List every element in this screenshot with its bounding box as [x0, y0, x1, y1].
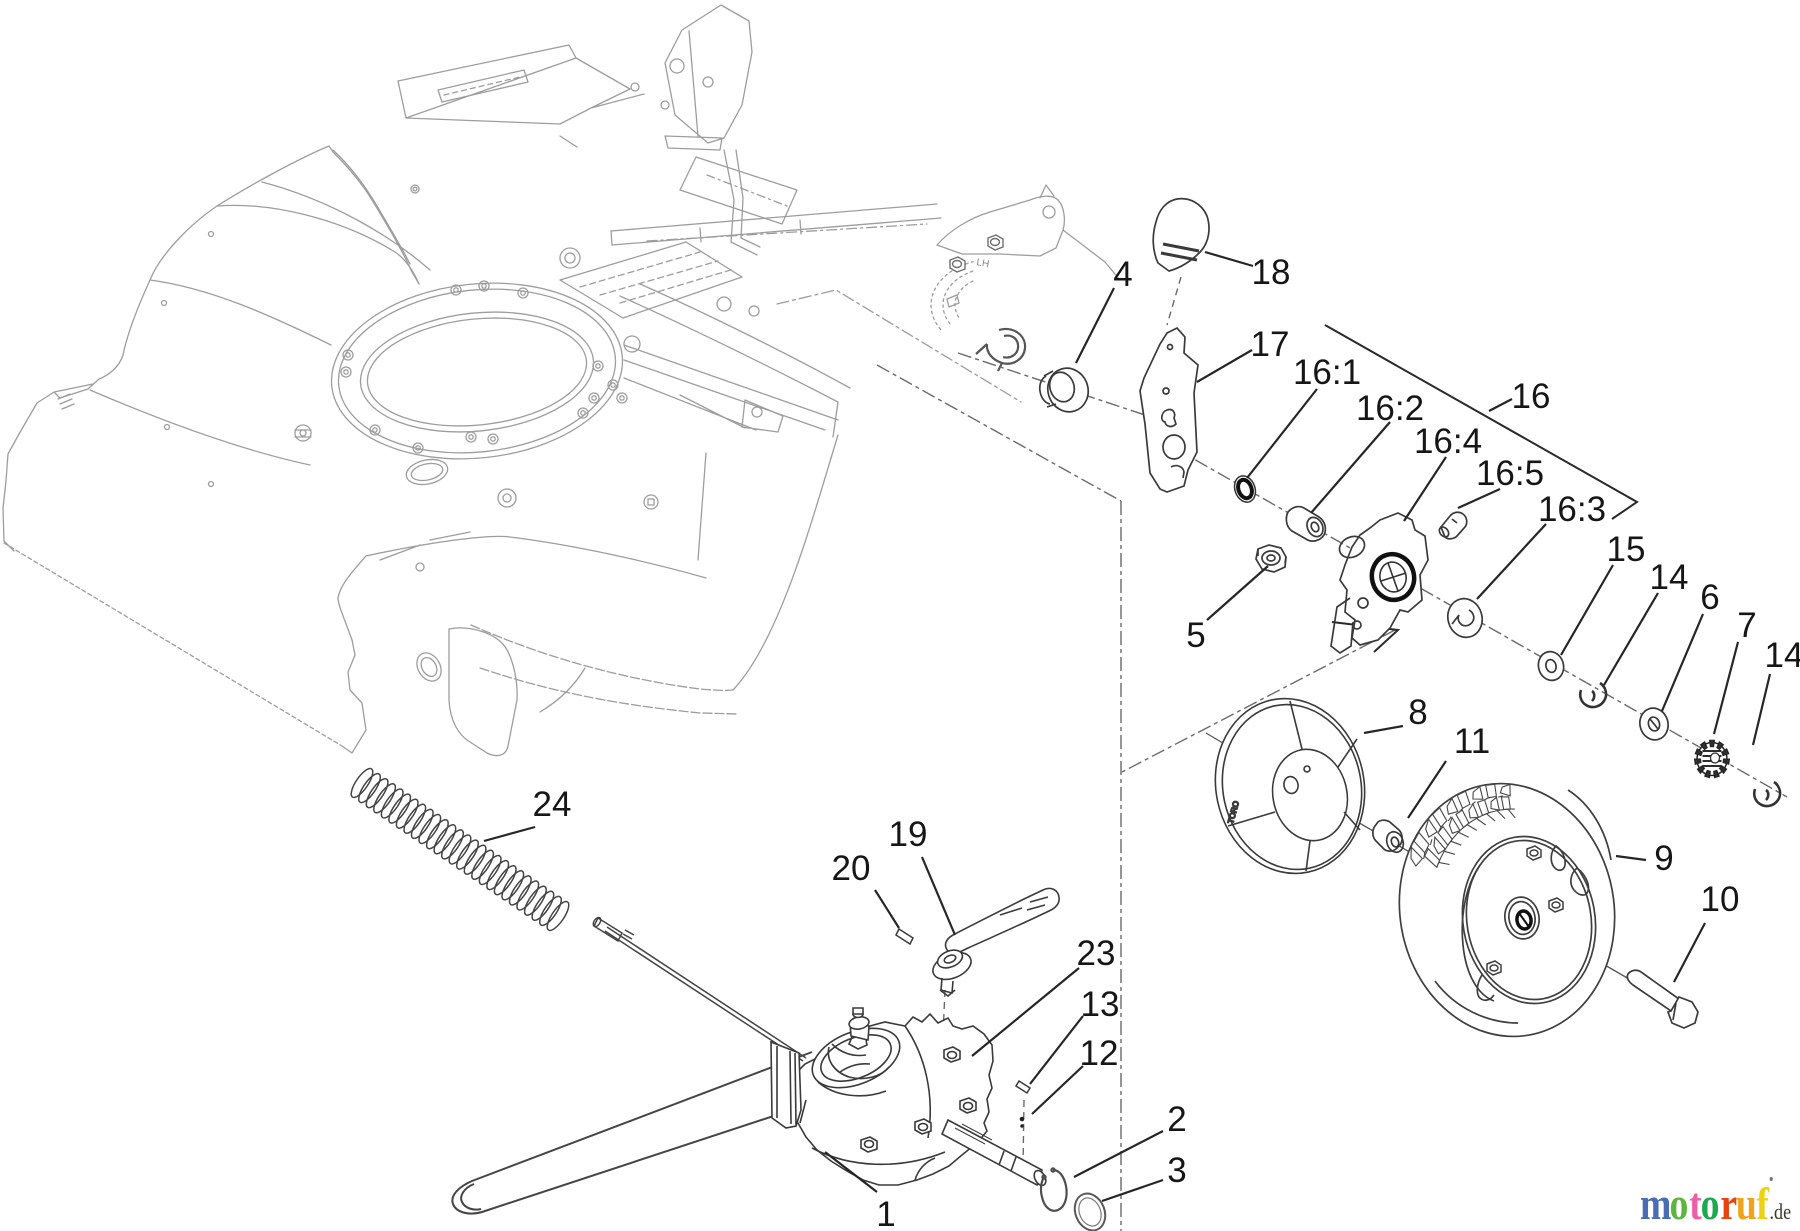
svg-text:13: 13 [1081, 985, 1120, 1024]
svg-text:t: t [1689, 1180, 1702, 1230]
svg-text:r: r [1720, 1180, 1737, 1230]
svg-text:18: 18 [1252, 253, 1291, 292]
svg-text:16: 16 [1512, 377, 1551, 416]
svg-text:17: 17 [1251, 325, 1290, 364]
svg-text:7: 7 [1737, 606, 1756, 645]
svg-text:16:3: 16:3 [1538, 490, 1606, 529]
svg-text:14: 14 [1765, 636, 1800, 675]
svg-text:3: 3 [1167, 1151, 1186, 1190]
svg-text:m: m [1640, 1180, 1671, 1230]
svg-text:o: o [1701, 1180, 1720, 1230]
svg-text:u: u [1736, 1180, 1757, 1230]
svg-text:12: 12 [1080, 1034, 1119, 1073]
svg-text:15: 15 [1607, 530, 1646, 569]
svg-text:16:2: 16:2 [1356, 389, 1424, 428]
svg-text:11: 11 [1454, 722, 1490, 761]
svg-text:10: 10 [1701, 880, 1740, 919]
svg-text:8: 8 [1408, 693, 1427, 732]
svg-text:16:1: 16:1 [1293, 353, 1361, 392]
svg-text:24: 24 [533, 785, 572, 824]
svg-text:.de: .de [1770, 1200, 1792, 1224]
svg-text:9: 9 [1654, 839, 1673, 878]
svg-text:16:4: 16:4 [1414, 422, 1482, 461]
svg-text:5: 5 [1186, 616, 1205, 655]
svg-text:4: 4 [1113, 255, 1132, 294]
svg-text:2: 2 [1167, 1100, 1186, 1139]
svg-text:1: 1 [876, 1195, 895, 1231]
svg-text:16:5: 16:5 [1476, 454, 1544, 493]
svg-text:LH: LH [975, 257, 990, 270]
svg-text:14: 14 [1650, 558, 1689, 597]
svg-text:f: f [1756, 1180, 1769, 1230]
svg-text:6: 6 [1700, 578, 1719, 617]
svg-text:23: 23 [1077, 934, 1116, 973]
svg-text:20: 20 [832, 849, 871, 888]
svg-text:19: 19 [889, 815, 928, 854]
svg-text:o: o [1670, 1180, 1689, 1230]
